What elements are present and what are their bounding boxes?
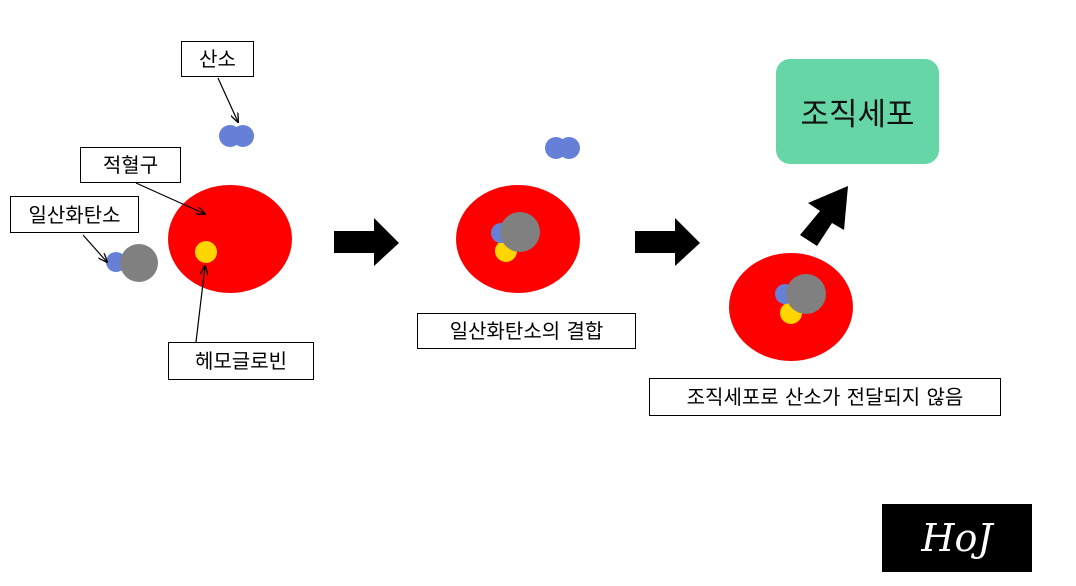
label-co-binding: 일산화탄소의 결합 <box>417 313 636 349</box>
oxygen-molecule-unbound <box>545 137 580 159</box>
hemoglobin-1 <box>195 241 217 263</box>
label-carbon-monoxide: 일산화탄소 <box>10 196 139 233</box>
process-arrow-2 <box>635 218 700 266</box>
label-result: 조직세포로 산소가 전달되지 않음 <box>649 378 1001 416</box>
process-arrow-1 <box>334 218 399 266</box>
pointer-oxygen <box>217 77 238 122</box>
carbon-monoxide-carbon-atom-3 <box>786 274 826 314</box>
red-blood-cell-1 <box>168 185 292 293</box>
hoj-logo: HoJ <box>882 504 1032 572</box>
label-red-blood-cell: 적혈구 <box>80 147 181 183</box>
pointer-hemoglobin <box>195 266 205 343</box>
carbon-monoxide-molecule <box>106 244 158 282</box>
label-oxygen: 산소 <box>181 41 254 77</box>
pointer-carbon-monoxide <box>82 234 107 262</box>
label-hemoglobin: 헤모글로빈 <box>168 342 314 380</box>
oxygen-molecule-free <box>219 125 254 147</box>
carbon-monoxide-carbon-atom-2 <box>500 212 540 252</box>
blocked-delivery-arrow <box>800 186 848 246</box>
tissue-cell-box: 조직세포 <box>776 59 939 164</box>
pointer-red-blood-cell <box>135 182 205 214</box>
